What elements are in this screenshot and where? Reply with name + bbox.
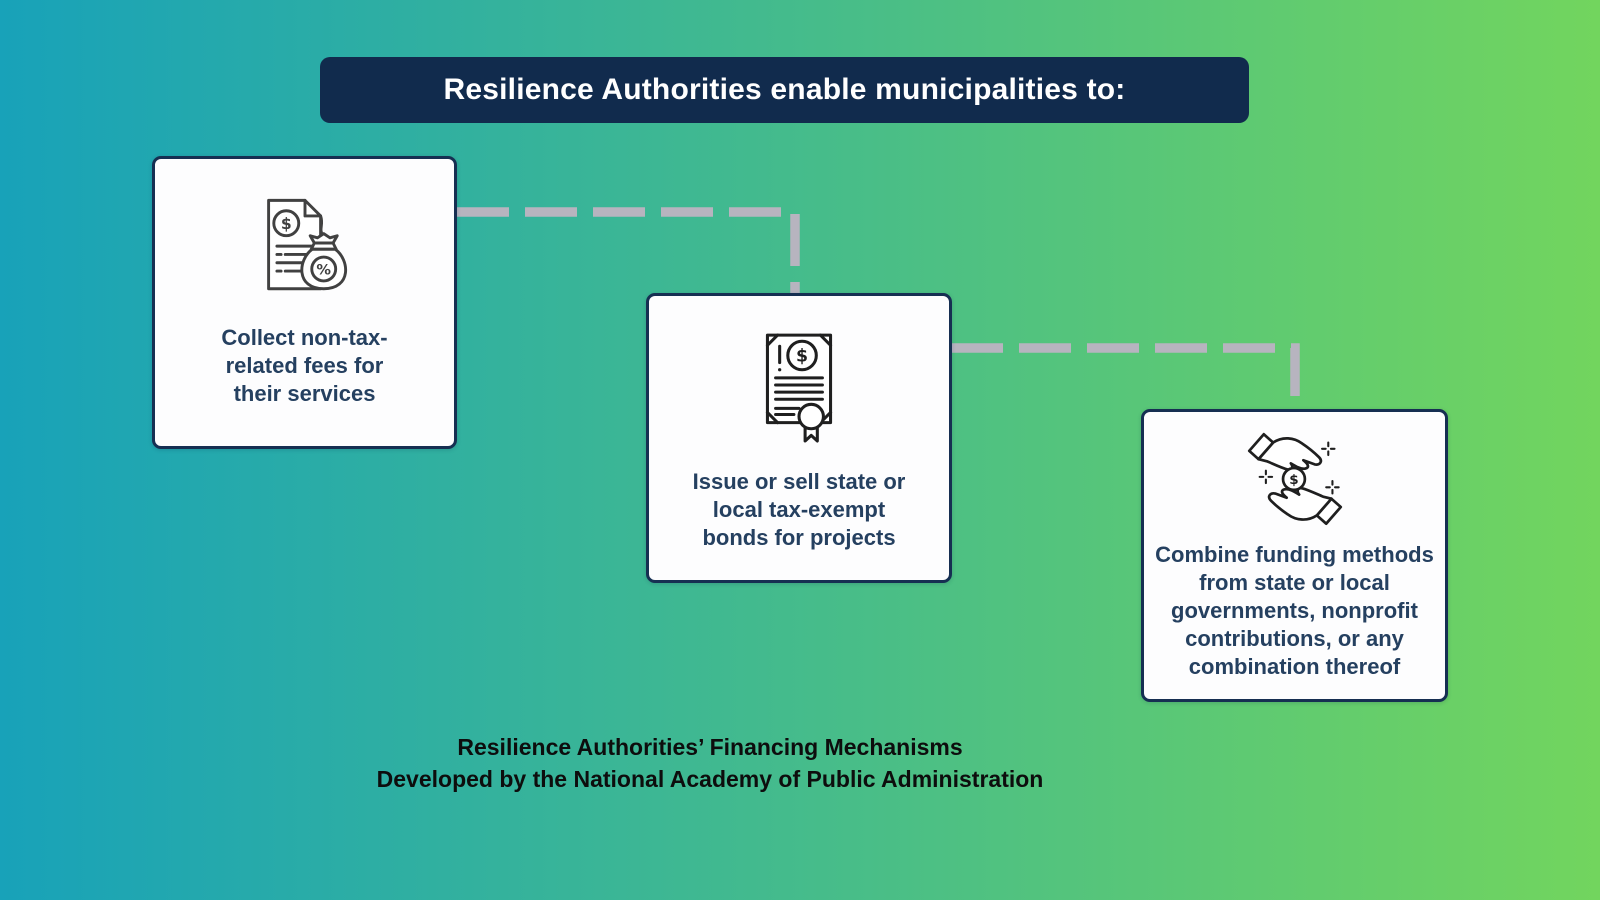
header-banner: Resilience Authorities enable municipali… xyxy=(320,57,1249,123)
dollar-glyph: $ xyxy=(796,347,808,367)
caption-credit: Developed by the National Academy of Pub… xyxy=(376,766,1044,792)
dollar-glyph: $ xyxy=(1289,472,1298,488)
text-line: their services xyxy=(233,381,376,406)
text-line: Combine funding methods xyxy=(1155,542,1434,567)
text-line: combination thereof xyxy=(1188,654,1401,679)
caption: Resilience Authorities’ Financing Mechan… xyxy=(105,731,1315,795)
invoice-money-bag-icon: $ % xyxy=(253,193,357,297)
text-line: from state or local xyxy=(1199,570,1390,595)
card-issue-bonds: $ Issue or sell state or local tax-exemp… xyxy=(646,293,952,583)
sparkle-icon xyxy=(1258,441,1340,495)
hands-exchanging-coin-icon: $ xyxy=(1243,428,1347,530)
dollar-glyph: $ xyxy=(280,215,291,233)
card-combine-funding-text: Combine funding methods from state or lo… xyxy=(1144,541,1445,681)
text-line: Collect non-tax- xyxy=(221,325,388,350)
card-collect-fees-text: Collect non-tax- related fees for their … xyxy=(155,324,454,408)
connector-card2-card3 xyxy=(951,343,1300,410)
header-title: Resilience Authorities enable municipali… xyxy=(443,73,1126,106)
text-line: contributions, or any xyxy=(1185,626,1404,651)
text-line: related fees for xyxy=(225,353,384,378)
text-line: bonds for projects xyxy=(702,525,896,550)
percent-glyph: % xyxy=(316,262,331,279)
bond-certificate-icon: $ xyxy=(753,329,845,445)
text-line: governments, nonprofit xyxy=(1171,598,1418,623)
caption-title: Resilience Authorities’ Financing Mechan… xyxy=(457,734,963,760)
card-combine-funding: $ Combine funding methods from state or … xyxy=(1141,409,1448,702)
card-issue-bonds-text: Issue or sell state or local tax-exempt … xyxy=(649,468,949,552)
connector-card1-card2 xyxy=(457,207,800,294)
text-line: Issue or sell state or xyxy=(692,469,906,494)
text-line: local tax-exempt xyxy=(712,497,886,522)
card-collect-fees: $ % Collect non-tax- related fees for th… xyxy=(152,156,457,449)
